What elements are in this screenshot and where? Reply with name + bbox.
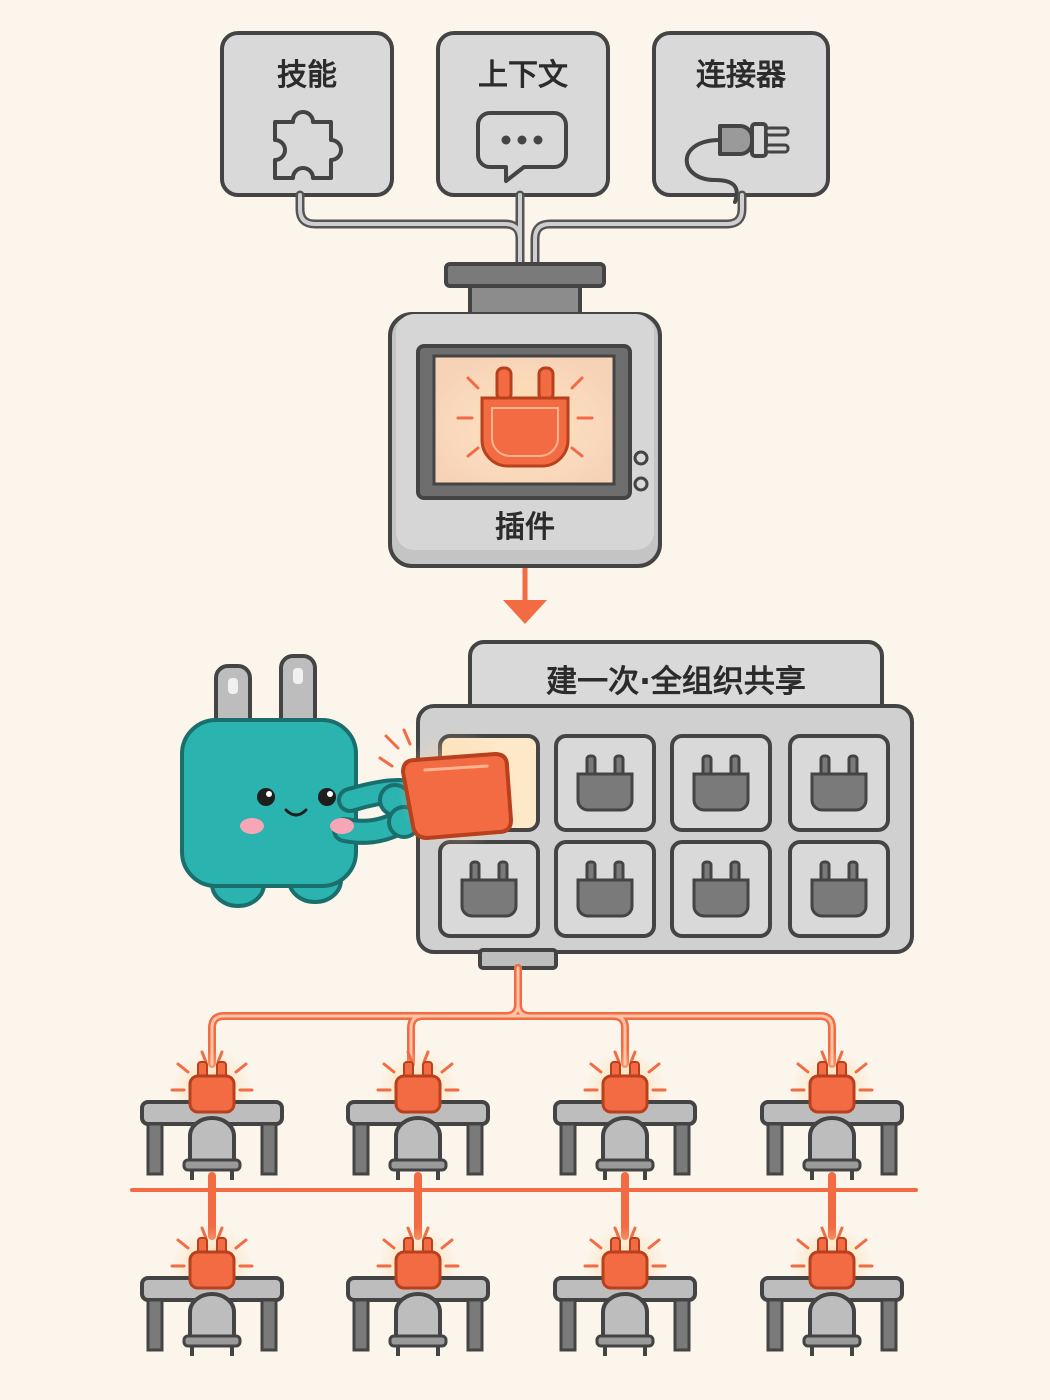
empty-socket-icon [810,754,868,812]
desk-chair-plug-icon [346,1276,490,1356]
desk-chair-plug-icon [346,1100,490,1180]
source-label-context: 上下文 [478,58,568,93]
workstation [760,1226,904,1356]
workstation [760,1050,904,1180]
empty-socket-icon [692,860,750,918]
shared-plugin-icon [808,1061,856,1114]
teal-plug-mascot-icon [180,654,518,908]
source-label-connectors: 连接器 [696,58,787,93]
plugin-slot [788,734,890,832]
empty-socket-icon [692,754,750,812]
empty-socket-icon [460,860,518,918]
desk-chair-plug-icon [553,1100,697,1180]
shelf-banner: 建一次·全组织共享 [468,640,884,722]
plugin-slot [670,734,772,832]
glowing-plug-icon [456,362,594,482]
puzzle-icon [273,110,343,180]
desk-chair-plug-icon [140,1276,284,1356]
desk-chair-plug-icon [553,1276,697,1356]
shared-plugin-icon [808,1237,856,1290]
shared-plugin-icon [188,1061,236,1114]
desk-chair-plug-icon [140,1100,284,1180]
workstation [346,1226,490,1356]
desk-chair-plug-icon [760,1100,904,1180]
empty-socket-icon [576,754,634,812]
desk-chair-plug-icon [760,1276,904,1356]
plugin-slot [554,734,656,832]
down-arrow-icon [503,568,547,624]
shared-plugin-icon [601,1237,649,1290]
workstation [140,1050,284,1180]
source-card-skills: 技能 [220,31,394,197]
shared-plugin-icon [394,1237,442,1290]
workstation [346,1050,490,1180]
plugin-shelf [416,704,914,970]
source-card-connectors: 连接器 [652,31,830,204]
source-card-context: 上下文 [436,31,610,197]
shelf-banner-text: 建一次·全组织共享 [546,664,806,700]
empty-socket-icon [576,860,634,918]
distribution-wires-highlight [210,966,834,1066]
plugin-machine: 插件 [388,262,662,568]
workstation [553,1050,697,1180]
workstation [553,1226,697,1356]
input-cables-inner [298,193,744,267]
workstation [140,1226,284,1356]
held-plugin-icon [378,728,518,850]
plug-cable-icon [684,122,790,204]
source-label-skills: 技能 [277,58,337,93]
machine-label: 插件 [495,510,555,545]
plugin-slot [670,840,772,938]
empty-socket-icon [810,860,868,918]
shared-plugin-icon [394,1061,442,1114]
shared-plugin-icon [188,1237,236,1290]
chat-bubble-icon [476,111,568,183]
plugin-slot [554,840,656,938]
shared-plugin-icon [601,1061,649,1114]
plugin-slot [438,840,540,938]
plugin-slot [788,840,890,938]
